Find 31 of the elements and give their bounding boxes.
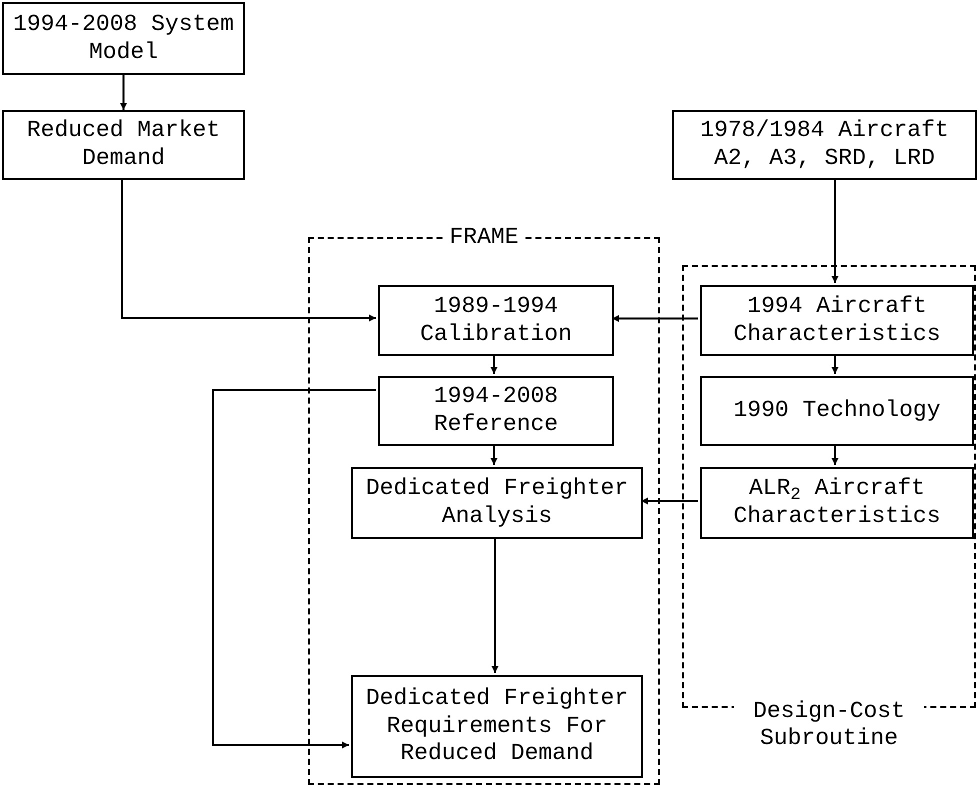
box-text: 1994-2008 System Model	[12, 10, 235, 66]
process-box	[672, 110, 977, 180]
arrow	[490, 354, 498, 374]
arrow	[121, 180, 376, 322]
box-text: Dedicated Freighter Analysis	[364, 475, 630, 531]
process-box	[378, 285, 614, 356]
box-text: ALR$_{2}$ Aircraft Characteristics	[732, 475, 942, 531]
process-box	[378, 376, 614, 446]
process-box	[700, 285, 974, 356]
box-text: 1994-2008 Reference	[432, 383, 560, 439]
box-text: Reduced Market Demand	[26, 117, 222, 173]
arrow	[212, 389, 376, 748]
box-text: 1989-1994 Calibration	[419, 292, 573, 348]
box-text: Dedicated Freighter Requirements For Reduced Demand	[364, 685, 630, 768]
arrow	[832, 354, 838, 374]
box-text: 1978/1984 Aircraft A2, A3, SRD, LRD	[699, 117, 950, 173]
process-box	[700, 467, 974, 539]
arrow	[832, 444, 838, 465]
arrow	[641, 498, 698, 504]
process-box	[700, 376, 974, 446]
process-box	[2, 2, 245, 75]
arrow	[492, 537, 498, 673]
process-box	[351, 467, 643, 539]
box-text: 1990 Technology	[733, 397, 941, 425]
arrow	[612, 315, 698, 322]
arrow	[832, 180, 838, 283]
arrow	[490, 444, 498, 465]
process-box	[351, 675, 643, 778]
arrow	[120, 75, 127, 110]
box-text: 1994 Aircraft Characteristics	[732, 292, 942, 348]
process-box	[2, 110, 245, 180]
